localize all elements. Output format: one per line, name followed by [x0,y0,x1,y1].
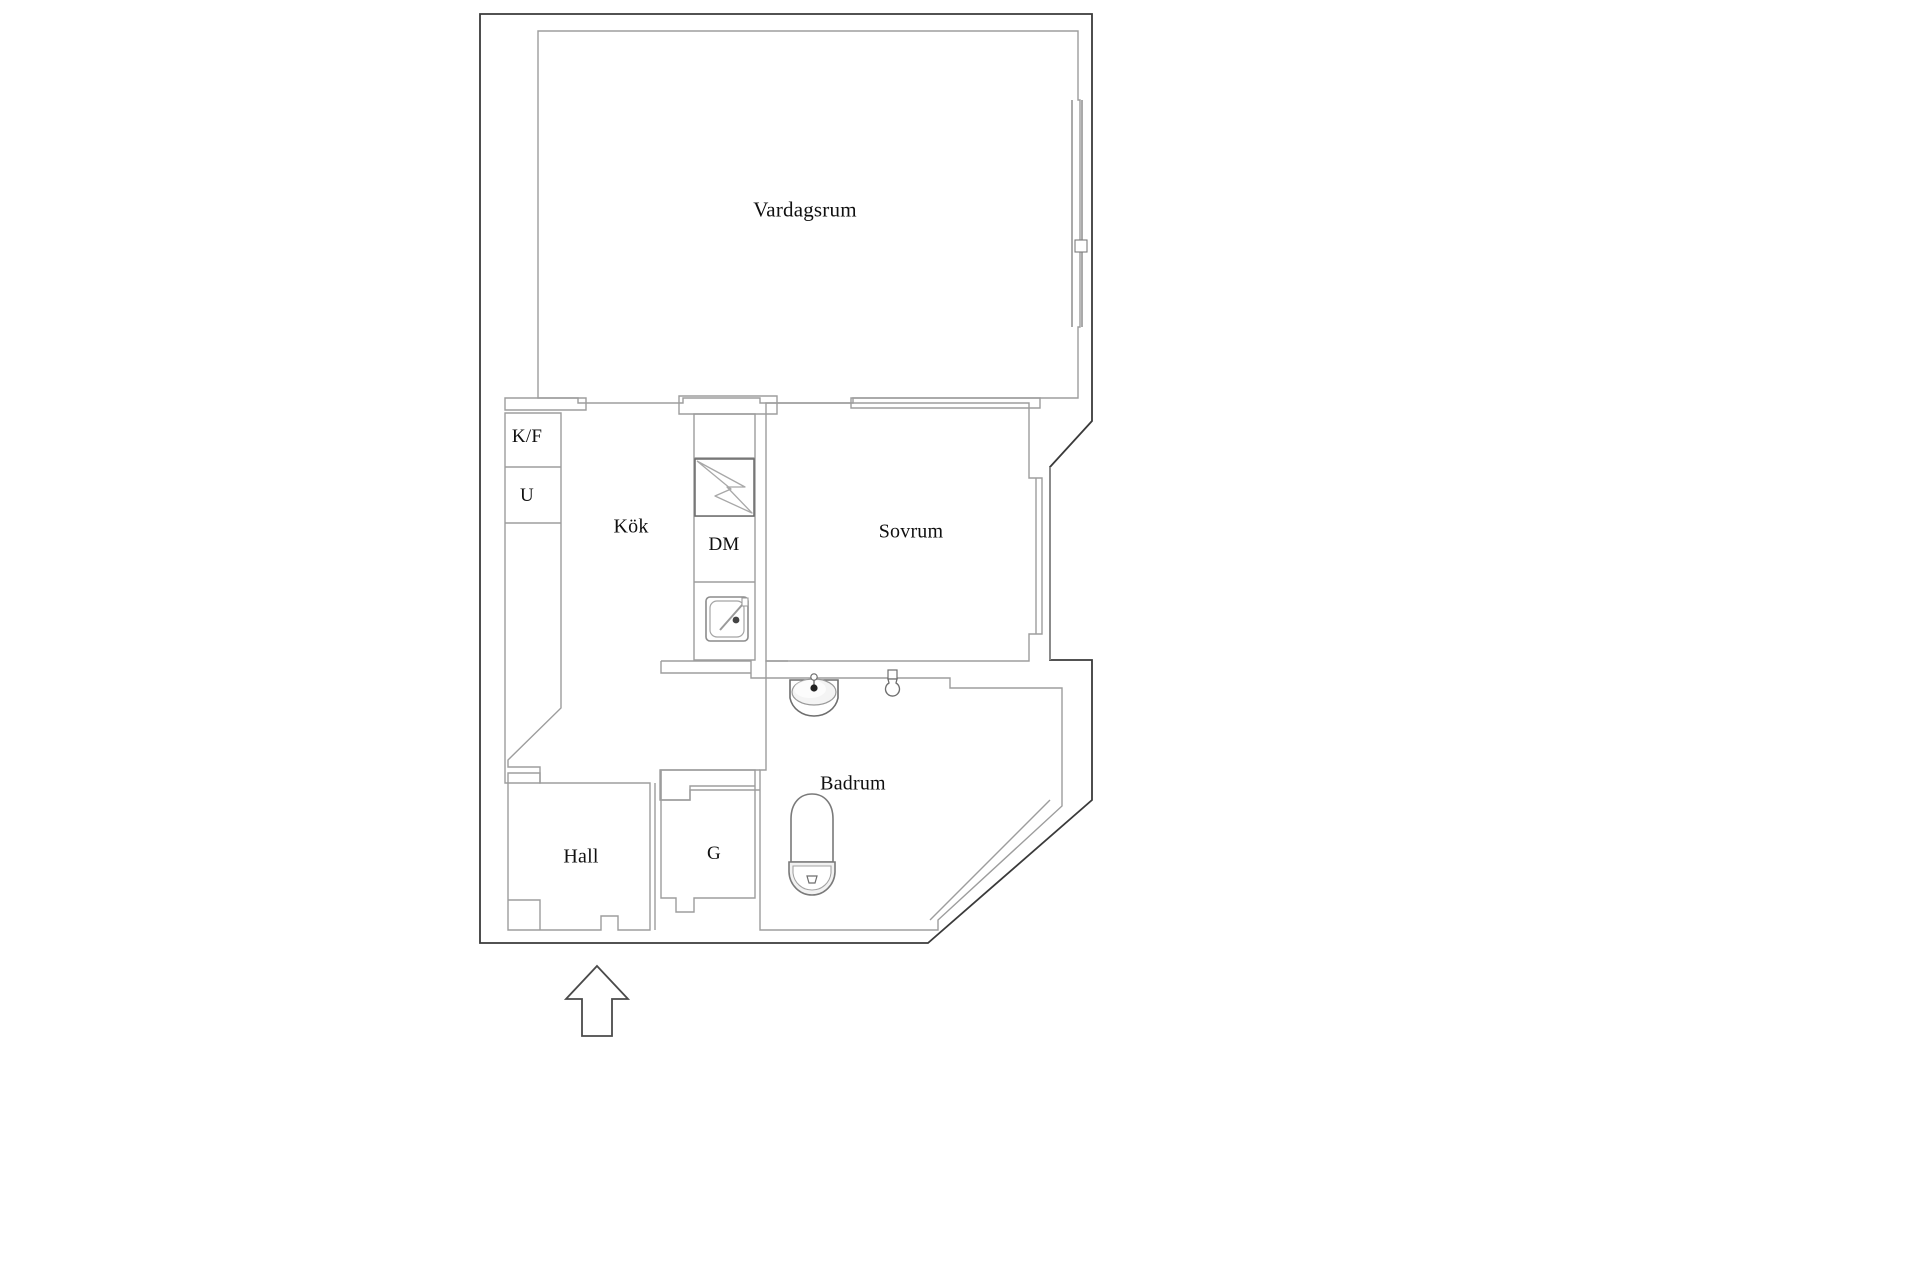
room-outline-vardagsrum [537,30,1081,404]
bathroom-left-wall [659,769,760,801]
balcony-door-handle [1074,239,1088,253]
kitchen-appliance-column [693,413,756,661]
wardrobe-outline [660,769,756,913]
kitchen-left-cabinet-run [504,412,562,784]
balcony-door-symbol [1071,100,1088,327]
kitchen-sink-symbol [705,596,749,642]
inner-wall-outlines [504,30,1081,931]
hall-left-notch [508,899,541,930]
shower-tap-symbol [884,669,901,697]
wall-stub-kitchen-top [504,397,587,411]
wall-kitchen-bottom-lower [660,661,751,674]
wall-kitchen-bottom [661,660,788,679]
kitchen-column-top-wallbar [678,395,778,415]
entrance-arrow [563,964,631,1037]
inner-diagonal-wall [929,799,1051,921]
washbasin-symbol [789,673,839,717]
wall-band-above-sovrum [850,397,1041,409]
stove-hob-symbol [694,458,755,517]
room-outline-badrum [759,677,1063,931]
outer-wall-outline [479,13,1093,944]
toilet-symbol [788,793,836,896]
wardrobe-inner-notch [660,770,755,801]
room-outline-sovrum [765,402,1043,662]
room-outline-hall [507,772,651,931]
